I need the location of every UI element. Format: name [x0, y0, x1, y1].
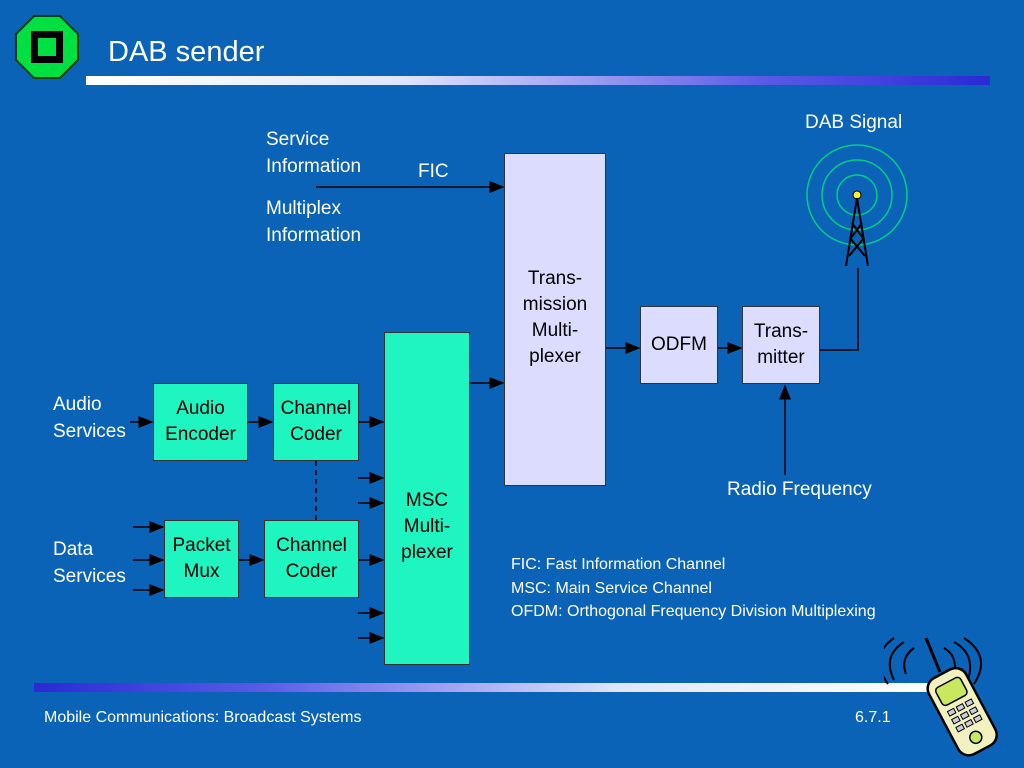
radio-frequency-label: Radio Frequency: [727, 479, 872, 500]
packet-mux-block: Packet Mux: [164, 520, 239, 598]
audio-encoder-block: Audio Encoder: [153, 383, 248, 461]
multiplex-information-label: Multiplex Information: [266, 198, 362, 246]
channel-coder-audio-block: Channel Coder: [273, 383, 359, 461]
footer-course-title: Mobile Communications: Broadcast Systems: [44, 709, 362, 726]
slide-title: DAB sender: [108, 36, 265, 68]
antenna-tower-icon: [806, 144, 908, 267]
title-underline-bar: [86, 76, 990, 85]
footer-bar: [34, 683, 938, 692]
mobile-phone-icon: [884, 637, 998, 757]
odfm-block: ODFM: [640, 306, 718, 384]
fic-label: FIC: [418, 161, 449, 182]
legend-item: FIC: Fast Information Channel: [511, 556, 726, 573]
transmission-multiplexer-block: Trans- mission Multi- plexer: [504, 153, 606, 486]
service-information-label: Service Information: [266, 129, 362, 177]
msc-multiplexer-block: MSC Multi- plexer: [384, 332, 470, 665]
abbreviation-legend: FIC: Fast Information Channel MSC: Main …: [511, 553, 876, 624]
transmitter-block: Trans- mitter: [742, 306, 820, 384]
university-logo-icon: [15, 15, 79, 79]
legend-item: MSC: Main Service Channel: [511, 579, 712, 597]
channel-coder-data-block: Channel Coder: [264, 520, 359, 598]
dab-signal-label: DAB Signal: [805, 112, 903, 133]
audio-services-label: Audio Services: [53, 394, 126, 442]
legend-item: OFDM: Orthogonal Frequency Division Mult…: [511, 603, 876, 620]
footer-slide-number: 6.7.1: [855, 709, 891, 726]
data-services-label: Data Services: [53, 539, 126, 587]
